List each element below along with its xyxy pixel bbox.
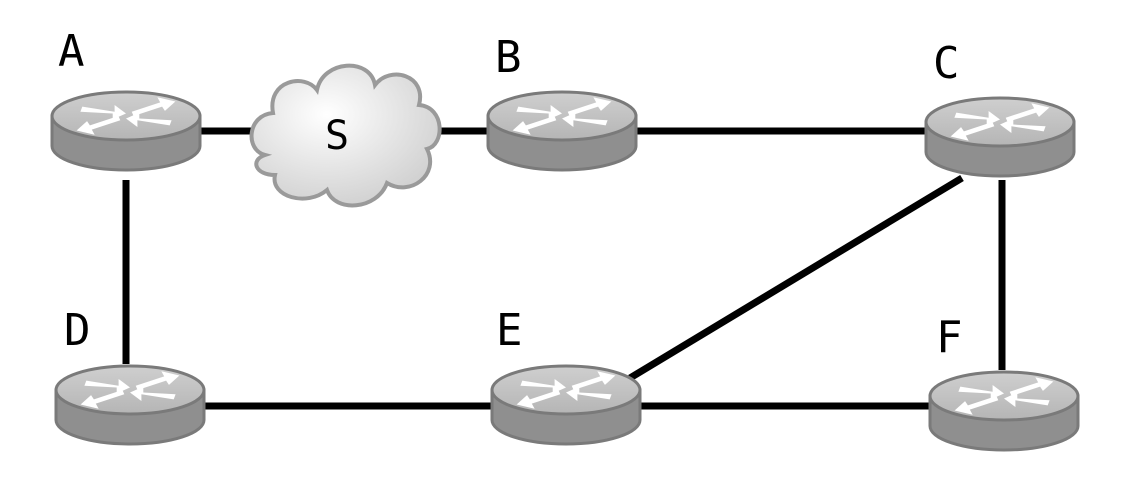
- router-icon: [54, 364, 206, 446]
- router-B: [486, 90, 638, 172]
- router-icon: [490, 364, 642, 446]
- cloud-S: S: [249, 63, 442, 208]
- router-F: [928, 370, 1080, 452]
- router-C: [924, 96, 1076, 178]
- node-label-A: A: [58, 26, 85, 77]
- link-E-C: [628, 175, 964, 381]
- router-icon: [486, 90, 638, 172]
- router-icon: [50, 90, 202, 172]
- router-icon: [928, 370, 1080, 452]
- router-A: [50, 90, 202, 172]
- links-layer: [122, 127, 1006, 410]
- cloud-label-S: S: [325, 113, 349, 159]
- router-E: [490, 364, 642, 446]
- node-label-F: F: [936, 312, 963, 363]
- node-label-C: C: [933, 38, 960, 89]
- router-icon: [924, 96, 1076, 178]
- node-label-B: B: [495, 32, 522, 83]
- node-label-E: E: [496, 305, 523, 356]
- cloud-icon: [249, 63, 442, 208]
- node-label-D: D: [64, 305, 91, 356]
- router-D: [54, 364, 206, 446]
